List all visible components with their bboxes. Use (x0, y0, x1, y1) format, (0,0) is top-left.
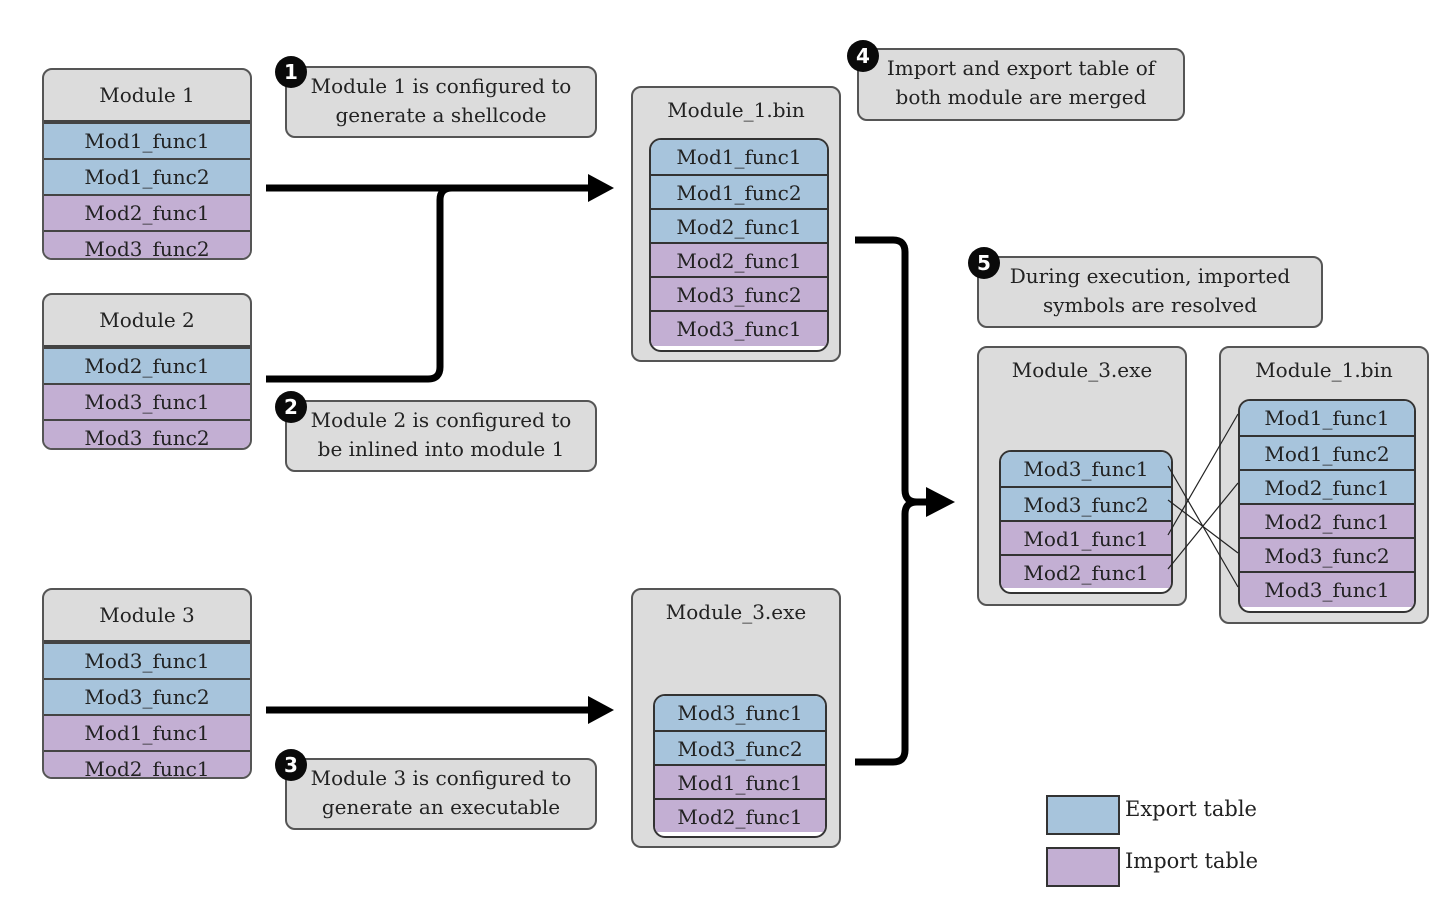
note-line: be inlined into module 1 (317, 437, 565, 461)
function-row: Mod1_func2 (1240, 435, 1414, 469)
arrowhead (588, 174, 614, 202)
module-title: Module 2 (44, 295, 250, 347)
function-row: Mod1_func1 (44, 714, 250, 750)
function-table: Mod3_func1 Mod3_func2 Mod1_func1 Mod2_fu… (999, 450, 1173, 594)
function-row: Mod2_func1 (44, 194, 250, 230)
module-2-box: Module 2 Mod2_func1 Mod3_func1 Mod3_func… (42, 293, 252, 450)
note-line: Module 1 is configured to (310, 74, 572, 98)
note-line: Module 2 is configured to (310, 408, 572, 432)
function-row: Mod1_func1 (651, 140, 827, 174)
legend-import-label: Import table (1125, 849, 1258, 873)
function-table: Mod1_func1 Mod1_func2 Mod2_func1 Mod2_fu… (649, 138, 829, 352)
arrow-exe-to-runtime (855, 498, 918, 766)
module-title: Module 3 (44, 590, 250, 642)
function-row: Mod1_func1 (655, 764, 825, 798)
module-1-box: Module 1 Mod1_func1 Mod1_func2 Mod2_func… (42, 68, 252, 260)
output-exe-box: Module_3.exe Mod3_func1 Mod3_func2 Mod1_… (631, 588, 841, 848)
function-table: Mod3_func1 Mod3_func2 Mod1_func1 Mod2_fu… (653, 694, 827, 838)
note-line: Module 3 is configured to (310, 766, 572, 790)
legend-import-swatch (1046, 847, 1120, 887)
function-row: Mod3_func1 (655, 696, 825, 730)
function-row: Mod2_func1 (1240, 469, 1414, 503)
module-3-box: Module 3 Mod3_func1 Mod3_func2 Mod1_func… (42, 588, 252, 779)
note-2: Module 2 is configured to be inlined int… (285, 400, 597, 472)
note-line: both module are merged (895, 85, 1147, 109)
step-badge: 3 (275, 749, 307, 781)
function-row: Mod3_func2 (655, 730, 825, 764)
step-badge: 1 (275, 56, 307, 88)
runtime-exe-box: Module_3.exe Mod3_func1 Mod3_func2 Mod1_… (977, 346, 1187, 606)
function-row: Mod2_func1 (655, 798, 825, 832)
note-line: Import and export table of (886, 56, 1156, 80)
runtime-title: Module_1.bin (1255, 358, 1393, 382)
runtime-bin-box: Module_1.bin Mod1_func1 Mod1_func2 Mod2_… (1219, 346, 1429, 624)
step-badge: 2 (275, 391, 307, 423)
function-row: Mod3_func1 (651, 310, 827, 346)
output-title: Module_3.exe (665, 600, 807, 624)
step-badge: 5 (968, 247, 1000, 279)
function-row: Mod3_func2 (1240, 537, 1414, 571)
function-row: Mod2_func1 (44, 347, 250, 383)
function-row: Mod3_func2 (44, 678, 250, 714)
function-row: Mod2_func1 (1001, 554, 1171, 588)
note-4: Import and export table of both module a… (857, 48, 1185, 121)
function-row: Mod3_func1 (44, 642, 250, 678)
function-row: Mod3_func1 (44, 383, 250, 419)
function-row: Mod1_func1 (1240, 401, 1414, 435)
resolution-line (1167, 482, 1239, 570)
function-table: Mod1_func1 Mod1_func2 Mod2_func1 Mod2_fu… (1238, 399, 1416, 613)
note-line: symbols are resolved (1042, 293, 1258, 317)
function-row: Mod3_func2 (44, 230, 250, 258)
arrow-bin-to-runtime (855, 236, 928, 506)
function-row: Mod2_func1 (1240, 503, 1414, 537)
resolution-line (1167, 413, 1239, 536)
note-1: Module 1 is configured to generate a she… (285, 66, 597, 138)
function-row: Mod3_func1 (1001, 452, 1171, 486)
function-row: Mod1_func2 (651, 174, 827, 208)
legend-export-swatch (1046, 795, 1120, 835)
note-5: During execution, imported symbols are r… (977, 256, 1323, 328)
output-bin-box: Module_1.bin Mod1_func1 Mod1_func2 Mod2_… (631, 86, 841, 362)
arrow-module2-merge (266, 184, 453, 383)
function-row: Mod1_func1 (44, 122, 250, 158)
function-row: Mod3_func2 (44, 419, 250, 448)
arrowhead (588, 696, 614, 724)
note-3: Module 3 is configured to generate an ex… (285, 758, 597, 830)
legend-export-label: Export table (1125, 797, 1257, 821)
module-title: Module 1 (44, 70, 250, 122)
function-row: Mod3_func1 (1240, 571, 1414, 607)
function-row: Mod1_func1 (1001, 520, 1171, 554)
function-row: Mod2_func1 (651, 242, 827, 276)
function-row: Mod2_func1 (44, 750, 250, 777)
function-row: Mod2_func1 (651, 208, 827, 242)
note-line: generate an executable (321, 795, 561, 819)
note-line: generate a shellcode (335, 103, 547, 127)
step-badge: 4 (847, 40, 879, 72)
output-title: Module_1.bin (667, 98, 805, 122)
runtime-title: Module_3.exe (1011, 358, 1153, 382)
function-row: Mod3_func2 (1001, 486, 1171, 520)
function-row: Mod1_func2 (44, 158, 250, 194)
arrowhead (926, 487, 955, 517)
note-line: During execution, imported (1009, 264, 1291, 288)
function-row: Mod3_func2 (651, 276, 827, 310)
